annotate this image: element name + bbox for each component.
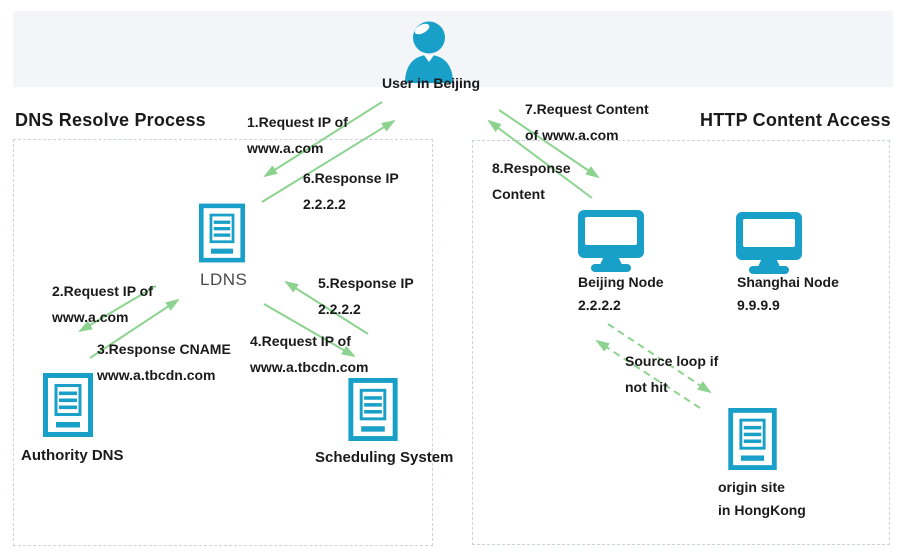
origin-site-server-icon — [728, 408, 777, 470]
step-2-label: 2.Request IP of www.a.com — [52, 278, 153, 330]
ldns-server-icon — [199, 203, 245, 263]
origin-site-line2: in HongKong — [718, 502, 806, 518]
step-6-label: 6.Response IP 2.2.2.2 — [303, 165, 399, 217]
scheduling-system-server-icon — [348, 378, 398, 441]
authority-dns-label: Authority DNS — [21, 447, 124, 464]
step-1-line2: www.a.com — [247, 140, 324, 156]
step-8-line1: 8.Response — [492, 160, 571, 176]
step-8-line2: Content — [492, 186, 545, 202]
step-5-line1: 5.Response IP — [318, 275, 414, 291]
step-5-label: 5.Response IP 2.2.2.2 — [318, 270, 414, 322]
step-6-line2: 2.2.2.2 — [303, 196, 346, 212]
scheduling-system-label: Scheduling System — [315, 449, 454, 466]
user-icon — [405, 21, 453, 83]
step-8-label: 8.Response Content — [492, 155, 571, 207]
step-7-line1: 7.Request Content — [525, 101, 649, 117]
beijing-node-monitor-icon — [578, 210, 644, 272]
step-1-label: 1.Request IP of www.a.com — [247, 109, 348, 161]
top-banner — [13, 11, 893, 87]
step-7-label: 7.Request Content of www.a.com — [525, 96, 649, 148]
user-label: User in Beijing — [382, 75, 481, 91]
step-6-line1: 6.Response IP — [303, 170, 399, 186]
step-4-line1: 4.Request IP of — [250, 333, 351, 349]
beijing-node-name: Beijing Node — [578, 274, 664, 290]
ldns-label: LDNS — [200, 270, 248, 289]
step-4-label: 4.Request IP of www.a.tbcdn.com — [250, 328, 369, 380]
step-2-line1: 2.Request IP of — [52, 283, 153, 299]
origin-site-line1: origin site — [718, 479, 785, 495]
authority-dns-server-icon — [43, 373, 93, 437]
source-loop-line2: not hit — [625, 379, 668, 395]
shanghai-node-name: Shanghai Node — [737, 274, 839, 290]
step-4-line2: www.a.tbcdn.com — [250, 359, 369, 375]
origin-site-label: origin site in HongKong — [718, 476, 806, 522]
step-5-line2: 2.2.2.2 — [318, 301, 361, 317]
shanghai-node-label: Shanghai Node 9.9.9.9 — [737, 271, 839, 317]
step-3-line2: www.a.tbcdn.com — [97, 367, 216, 383]
shanghai-node-monitor-icon — [736, 212, 802, 274]
http-access-box — [472, 140, 890, 545]
http-section-title: HTTP Content Access — [700, 110, 891, 130]
step-7-line2: of www.a.com — [525, 127, 619, 143]
step-2-line2: www.a.com — [52, 309, 129, 325]
beijing-node-label: Beijing Node 2.2.2.2 — [578, 271, 664, 317]
source-loop-line1: Source loop if — [625, 353, 719, 369]
dns-resolve-box — [13, 139, 433, 546]
source-loop-label: Source loop if not hit — [625, 348, 718, 400]
step-3-label: 3.Response CNAME www.a.tbcdn.com — [97, 336, 231, 388]
beijing-node-ip: 2.2.2.2 — [578, 297, 621, 313]
step-3-line1: 3.Response CNAME — [97, 341, 231, 357]
shanghai-node-ip: 9.9.9.9 — [737, 297, 780, 313]
dns-section-title: DNS Resolve Process — [15, 110, 206, 130]
step-1-line1: 1.Request IP of — [247, 114, 348, 130]
